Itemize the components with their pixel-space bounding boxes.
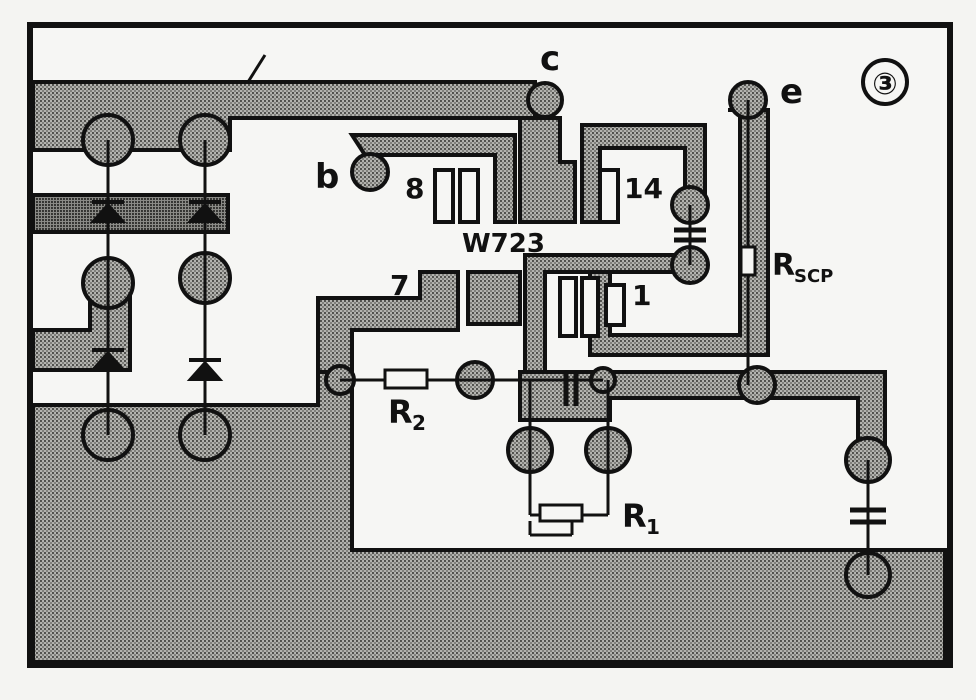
label-pin14: 14 bbox=[624, 172, 663, 205]
label-r2: R 2 bbox=[388, 393, 426, 435]
resistor-rscp bbox=[739, 245, 757, 277]
trace-pin14 bbox=[580, 123, 707, 224]
label-r1: R 1 bbox=[622, 497, 660, 539]
trace-right-bus bbox=[518, 370, 887, 457]
label-b: b bbox=[315, 157, 339, 197]
svg-text:SCP: SCP bbox=[794, 266, 833, 287]
trace-c-to-ic bbox=[518, 116, 577, 224]
pad-c bbox=[526, 81, 564, 119]
svg-text:2: 2 bbox=[412, 411, 426, 435]
figure-number: ③ bbox=[872, 67, 897, 102]
svg-text:R: R bbox=[388, 393, 413, 431]
ground-plane bbox=[31, 370, 947, 664]
trace-pin7 bbox=[316, 270, 460, 374]
label-pin1: 1 bbox=[632, 279, 651, 312]
label-e: e bbox=[780, 72, 803, 112]
label-pin8: 8 bbox=[405, 172, 424, 205]
potentiometer-r1 bbox=[528, 503, 584, 537]
leader-line bbox=[246, 54, 267, 83]
svg-text:R: R bbox=[622, 497, 647, 535]
figure-number-ring bbox=[861, 58, 909, 106]
diodes bbox=[89, 200, 224, 381]
svg-text:1: 1 bbox=[646, 515, 660, 539]
label-pin7: 7 bbox=[390, 269, 409, 302]
trace-left-band bbox=[31, 193, 230, 234]
svg-text:R: R bbox=[772, 248, 795, 283]
capacitors bbox=[563, 227, 886, 525]
ic-pins-top bbox=[433, 168, 620, 224]
label-ic: W723 bbox=[462, 229, 545, 259]
trace-top-bus bbox=[31, 80, 537, 152]
ic-pad-block bbox=[466, 270, 522, 326]
label-c: c bbox=[540, 39, 560, 79]
ic-pins-bottom bbox=[558, 276, 626, 338]
pad-b bbox=[350, 152, 390, 192]
resistor-r2 bbox=[383, 368, 429, 390]
label-rscp: R SCP bbox=[772, 248, 833, 287]
